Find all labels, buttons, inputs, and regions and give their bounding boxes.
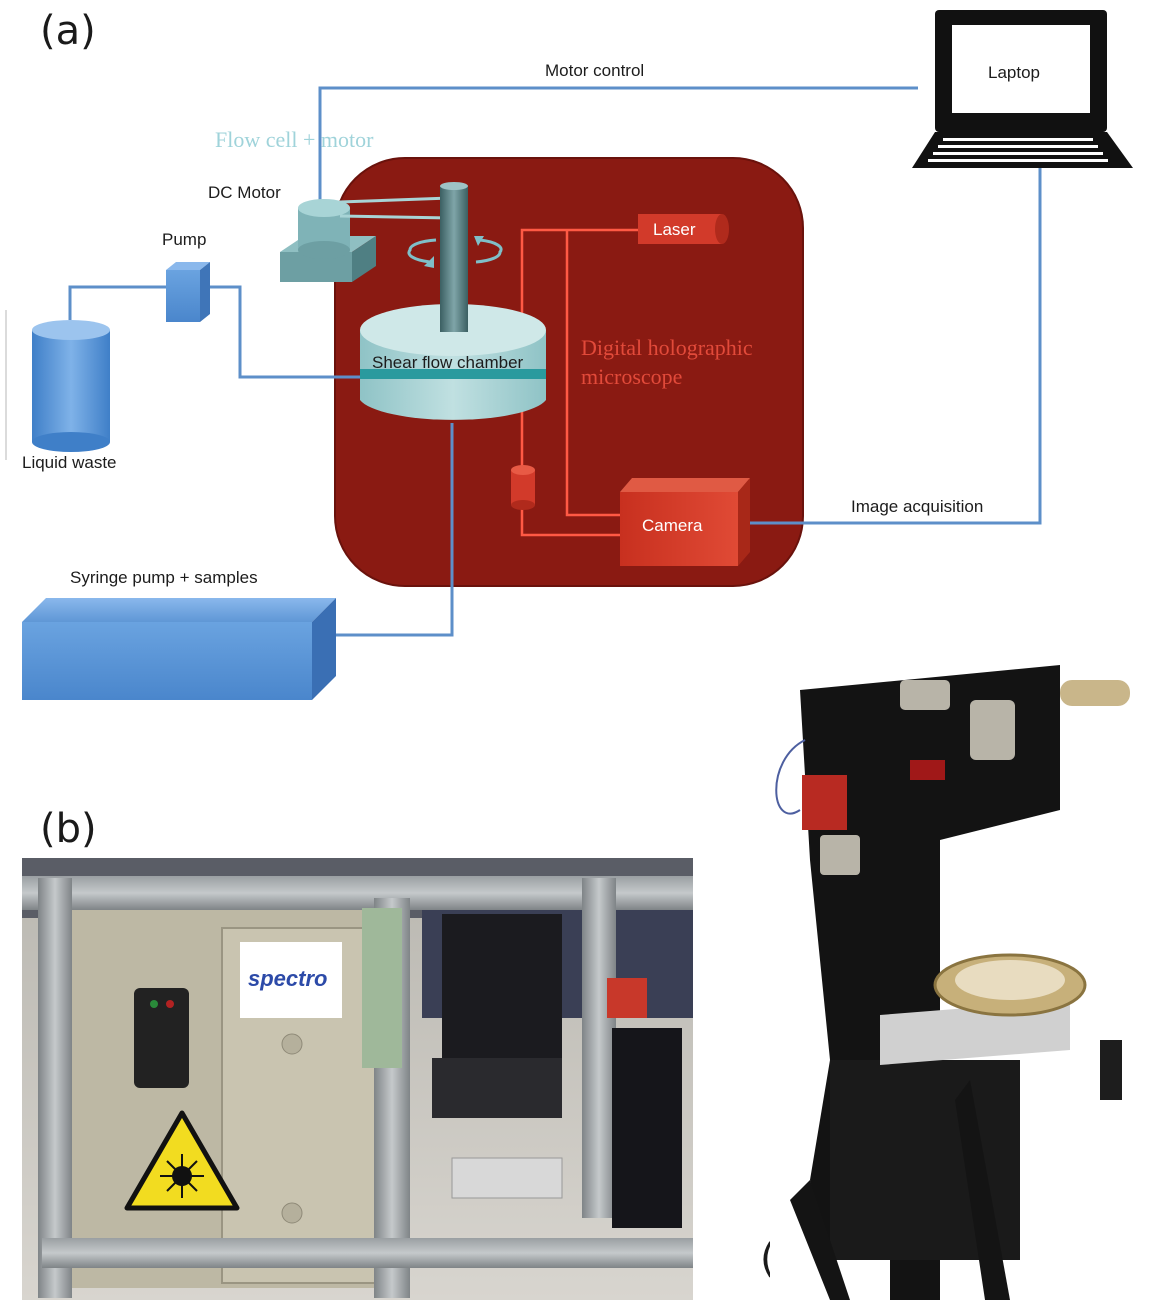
- pc-tower: [612, 1028, 682, 1228]
- panel-a-label: (a): [40, 8, 96, 54]
- liquid-waste-label: Liquid waste: [22, 453, 117, 472]
- camera-component: [620, 478, 750, 566]
- pump-component: [166, 262, 210, 322]
- dc-motor-label: DC Motor: [208, 183, 281, 202]
- red-camera-part: [802, 775, 847, 830]
- dhm-label-line2: microscope: [581, 364, 682, 389]
- image-acquisition-label: Image acquisition: [851, 497, 983, 516]
- image-acquisition-line: [750, 162, 1042, 525]
- drive-belt: [339, 196, 451, 220]
- switch-box: [134, 988, 189, 1088]
- rotation-arrows-icon: [407, 236, 503, 268]
- pump-to-chamber-line: [207, 285, 362, 379]
- dhm-label-line1: Digital holographic: [581, 335, 753, 360]
- dc-motor: [280, 199, 376, 282]
- syringe-pump-box: [22, 598, 336, 700]
- laser-component: [638, 214, 729, 244]
- objective-lens: [511, 465, 535, 510]
- camera-label: Camera: [642, 516, 703, 535]
- pump-to-waste-line: [68, 285, 170, 320]
- sample-stage: [880, 1000, 1070, 1065]
- laser-warning-icon: [124, 1110, 240, 1211]
- shear-flow-chamber-label: Shear flow chamber: [372, 353, 524, 372]
- motor-control-label: Motor control: [545, 61, 644, 80]
- photo-c-microscope-hardware: [770, 660, 1142, 1300]
- laser-label: Laser: [653, 220, 696, 239]
- monitor: [442, 914, 562, 1074]
- panel-b-label: (b): [40, 806, 97, 852]
- spectro-logo-text: spectro: [248, 966, 327, 991]
- syringe-line: [335, 423, 454, 637]
- shear-flow-chamber: [360, 304, 546, 420]
- liquid-waste-container: [32, 320, 110, 452]
- rotating-shaft: [440, 182, 468, 332]
- syringe-pump-label: Syringe pump + samples: [70, 568, 258, 587]
- laptop-icon: [912, 10, 1133, 168]
- motor-control-line: [318, 86, 918, 200]
- setup-schematic: Motor control Laptop Flow cell + motor D…: [5, 10, 1133, 700]
- spectro-logo: [240, 942, 342, 1018]
- connection-lines: [68, 86, 1042, 637]
- laptop-label: Laptop: [988, 63, 1040, 82]
- pump-label: Pump: [162, 230, 206, 249]
- flow-cell-motor-label: Flow cell + motor: [215, 127, 374, 152]
- photo-b-hardware-rack: spectro: [22, 858, 693, 1300]
